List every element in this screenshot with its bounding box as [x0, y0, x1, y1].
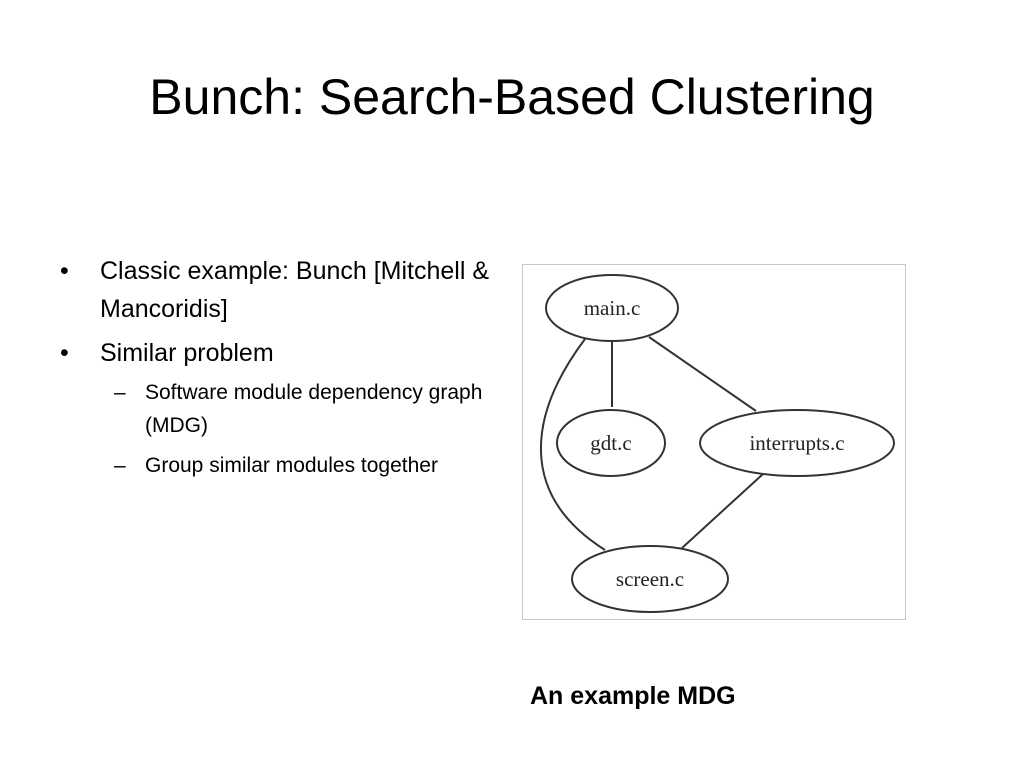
bullet-text-2: Similar problem [100, 339, 274, 367]
edge-interrupts-screen [681, 473, 764, 549]
node-screen: screen.c [571, 545, 729, 613]
mdg-figure: main.c gdt.c interrupts.c screen.c [522, 264, 906, 620]
node-interrupts-shape [699, 409, 895, 477]
node-screen-shape [571, 545, 729, 613]
edge-main-screen [539, 338, 606, 551]
bullet-glyph: • [60, 339, 69, 367]
sub-bullet-text-2: Group similar modules together [145, 454, 438, 477]
mdg-edges [539, 336, 764, 551]
node-gdt-label: gdt.c [590, 431, 631, 455]
mdg-diagram: main.c gdt.c interrupts.c screen.c [539, 274, 895, 613]
node-gdt-shape [556, 409, 666, 477]
sub-bullet-item-1: – Software module dependency graph (MDG) [100, 376, 508, 442]
node-main-shape [545, 274, 679, 342]
node-screen-label: screen.c [616, 567, 684, 591]
sub-bullet-text-1: Software module dependency graph (MDG) [145, 381, 483, 437]
node-main: main.c [545, 274, 679, 342]
node-gdt: gdt.c [556, 409, 666, 477]
bullet-list: • Classic example: Bunch [Mitchell & Man… [58, 252, 508, 482]
sub-bullet-list: – Software module dependency graph (MDG)… [100, 376, 508, 482]
bullet-glyph: • [60, 257, 69, 285]
bullet-text-1: Classic example: Bunch [Mitchell & Manco… [100, 257, 490, 323]
sub-bullet-glyph: – [114, 454, 126, 477]
node-interrupts: interrupts.c [699, 409, 895, 477]
bullet-item-1: • Classic example: Bunch [Mitchell & Man… [58, 252, 508, 328]
node-main-label: main.c [584, 296, 641, 320]
bullet-content: • Classic example: Bunch [Mitchell & Man… [58, 252, 508, 489]
edge-main-interrupts [648, 336, 757, 412]
bullet-item-2: • Similar problem – Software module depe… [58, 334, 508, 482]
sub-bullet-glyph: – [114, 381, 126, 404]
sub-bullet-item-2: – Group similar modules together [100, 449, 508, 482]
slide-title: Bunch: Search-Based Clustering [149, 69, 875, 125]
figure-caption: An example MDG [530, 682, 736, 710]
node-interrupts-label: interrupts.c [749, 431, 844, 455]
